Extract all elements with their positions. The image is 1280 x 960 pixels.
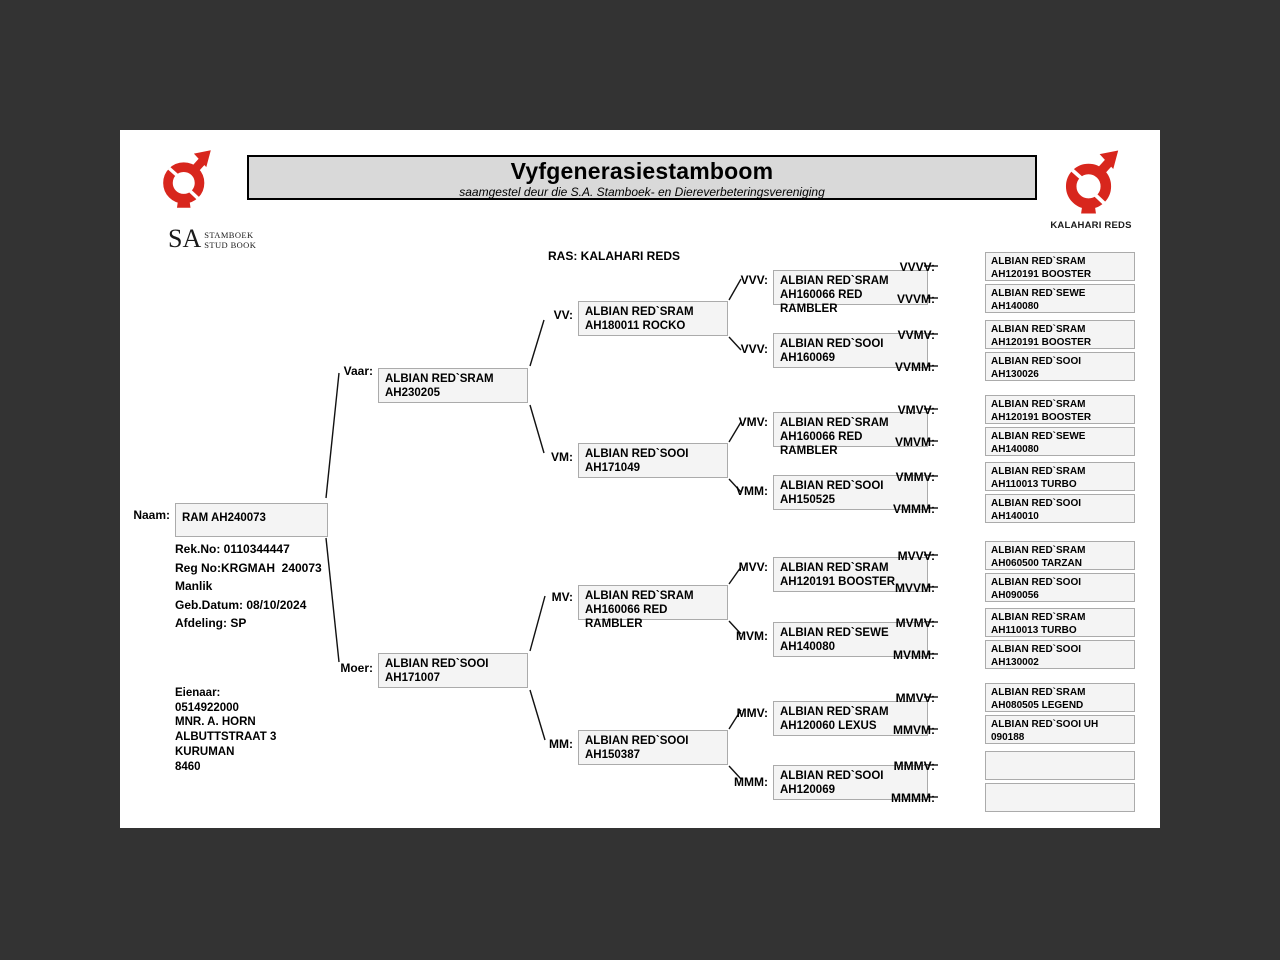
pedigree-node-mvvm: ALBIAN RED`SOOI AH090056: [985, 573, 1135, 602]
pedigree-node-mvvv: ALBIAN RED`SRAM AH060500 TARZAN: [985, 541, 1135, 570]
pedigree-label-vm: VM:: [551, 450, 573, 464]
pedigree-label-mmmv: MMMV:: [893, 759, 935, 773]
pedigree-label-vmmv: VMMV:: [895, 470, 935, 484]
pedigree-node-mmv: ALBIAN RED`SRAM AH120060 LEXUS: [773, 701, 928, 736]
pedigree-node-mvm: ALBIAN RED`SEWE AH140080: [773, 622, 928, 657]
pedigree-label-mmm: MMM:: [734, 775, 768, 789]
pedigree-label-mmmm: MMMM:: [891, 791, 935, 805]
pedigree-node-vm: ALBIAN RED`SOOI AH171049: [578, 443, 728, 478]
pedigree-label-vmvv: VMVV:: [897, 403, 935, 417]
pedigree-label-vvm: VVV:: [740, 342, 768, 356]
pedigree-node-vmvm: ALBIAN RED`SEWE AH140080: [985, 427, 1135, 456]
pedigree-node-mm: ALBIAN RED`SOOI AH150387: [578, 730, 728, 765]
subject-rek-no: Rek.No: 0110344447: [175, 542, 290, 556]
pedigree-node-vmm: ALBIAN RED`SOOI AH150525: [773, 475, 928, 510]
pedigree-label-vvv: VVV:: [740, 273, 768, 287]
pedigree-node-vvm: ALBIAN RED`SOOI AH160069: [773, 333, 928, 368]
pedigree-label-vvmm: VVMM:: [895, 360, 935, 374]
pedigree-node-mvv: ALBIAN RED`SRAM AH120191 BOOSTER: [773, 557, 928, 592]
pedigree-label-moer: Moer:: [340, 661, 373, 675]
pedigree-node-mvmm: ALBIAN RED`SOOI AH130002: [985, 640, 1135, 669]
pedigree-label-mvmm: MVMM:: [893, 648, 935, 662]
owner-details: Eienaar: 0514922000 MNR. A. HORN ALBUTTS…: [175, 686, 276, 774]
sa-logo-big-text: SA: [168, 224, 202, 253]
pedigree-node-vmmm: ALBIAN RED`SOOI AH140010: [985, 494, 1135, 523]
pedigree-node-vaar: ALBIAN RED`SRAM AH230205: [378, 368, 528, 403]
breed-label: RAS: KALAHARI REDS: [548, 249, 680, 263]
naam-label: Naam:: [133, 508, 170, 522]
pedigree-label-mv: MV:: [551, 590, 573, 604]
pedigree-node-mvmv: ALBIAN RED`SRAM AH110013 TURBO: [985, 608, 1135, 637]
pedigree-label-mvvv: MVVV:: [897, 549, 935, 563]
pedigree-node-mmvm: ALBIAN RED`SOOI UH 090188: [985, 715, 1135, 744]
pedigree-node-vvv: ALBIAN RED`SRAM AH160066 RED RAMBLER: [773, 270, 928, 315]
pedigree-node-vvmv: ALBIAN RED`SRAM AH120191 BOOSTER: [985, 320, 1135, 349]
ram-circular-arrow-icon: [163, 150, 211, 208]
document-subtitle: saamgestel deur die S.A. Stamboek- en Di…: [459, 185, 825, 199]
sa-logo-line2: STUD BOOK: [204, 239, 257, 250]
pedigree-label-mmvm: MMVM:: [893, 723, 935, 737]
pedigree-label-mm: MM:: [549, 737, 573, 751]
pedigree-node-vmvv: ALBIAN RED`SRAM AH120191 BOOSTER: [985, 395, 1135, 424]
pedigree-label-mmvv: MMVV:: [895, 691, 935, 705]
pedigree-connector-lines: [325, 265, 938, 798]
pedigree-node-mmmm: [985, 783, 1135, 812]
pedigree-node-mmm: ALBIAN RED`SOOI AH120069: [773, 765, 928, 800]
document-title: Vyfgenerasiestamboom: [510, 158, 774, 184]
pedigree-label-vmm: VMM:: [736, 484, 768, 498]
pedigree-label-vmvm: VMVM:: [895, 435, 935, 449]
pedigree-node-vv: ALBIAN RED`SRAM AH180011 ROCKO: [578, 301, 728, 336]
title-banner: Vyfgenerasiestamboom saamgestel deur die…: [247, 155, 1037, 200]
pedigree-node-mmvv: ALBIAN RED`SRAM AH080505 LEGEND: [985, 683, 1135, 712]
pedigree-node-moer: ALBIAN RED`SOOI AH171007: [378, 653, 528, 688]
owner-street: ALBUTTSTRAAT 3: [175, 731, 277, 744]
pedigree-label-vmv: VMV:: [738, 415, 768, 429]
pedigree-label-vaar: Vaar:: [343, 364, 373, 378]
pedigree-label-vvmv: VVMV:: [897, 328, 935, 342]
pedigree-node-mmmv: [985, 751, 1135, 780]
ram-circular-arrow-icon: [1065, 150, 1119, 214]
pedigree-label-vmmm: VMMM:: [893, 502, 935, 516]
pedigree-label-mvvm: MVVM:: [895, 581, 935, 595]
subject-name-box: RAM AH240073: [175, 503, 328, 537]
kalahari-reds-logo-label: KALAHARI REDS: [1050, 220, 1132, 231]
owner-postal-code: 8460: [175, 760, 201, 773]
subject-sex: Manlik: [175, 579, 213, 593]
pedigree-label-mvmv: MVMV:: [895, 616, 935, 630]
pedigree-label-vvvm: VVVM:: [896, 292, 935, 306]
owner-heading: Eienaar:: [175, 687, 221, 699]
subject-details: Rek.No: 0110344447 Reg No:KRGMAH 240073 …: [175, 540, 322, 633]
pedigree-node-vmmv: ALBIAN RED`SRAM AH110013 TURBO: [985, 462, 1135, 491]
subject-birth-date: Geb.Datum: 08/10/2024: [175, 597, 307, 612]
kalahari-reds-logo: [1050, 148, 1130, 240]
pedigree-label-mvv: MVV:: [738, 560, 768, 574]
owner-phone: 0514922000: [175, 701, 239, 714]
pedigree-label-mvm: MVM:: [736, 629, 768, 643]
pedigree-node-mv: ALBIAN RED`SRAM AH160066 RED RAMBLER: [578, 585, 728, 630]
owner-name: MNR. A. HORN: [175, 716, 256, 729]
sa-logo-line1: STAMBOEK: [204, 230, 254, 240]
subject-reg-no: Reg No:KRGMAH 240073: [175, 560, 322, 575]
pedigree-label-vv: VV:: [553, 308, 573, 322]
owner-city: KURUMAN: [175, 745, 235, 758]
pedigree-node-vvvv: ALBIAN RED`SRAM AH120191 BOOSTER: [985, 252, 1135, 281]
pedigree-label-vvvv: VVVV:: [899, 260, 935, 274]
pedigree-node-vvmm: ALBIAN RED`SOOI AH130026: [985, 352, 1135, 381]
subject-section: Afdeling: SP: [175, 616, 247, 630]
pedigree-node-vmv: ALBIAN RED`SRAM AH160066 RED RAMBLER: [773, 412, 928, 457]
pedigree-label-mmv: MMV:: [736, 706, 768, 720]
pedigree-node-vvvm: ALBIAN RED`SEWE AH140080: [985, 284, 1135, 313]
